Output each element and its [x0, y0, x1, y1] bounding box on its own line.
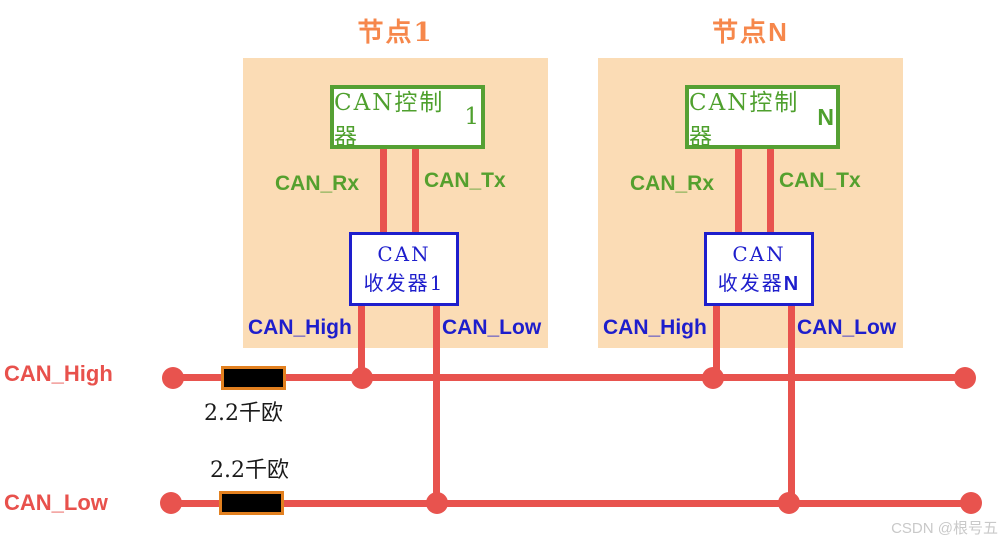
node-n-transceiver-suffix: N: [783, 272, 801, 295]
node-1-can-high-pin-label: CAN_High: [248, 316, 352, 339]
node-1-can-tx-label: CAN_Tx: [424, 169, 506, 192]
node-n-transceiver-line2: 收发器N: [718, 269, 800, 299]
node-1-can-high-drop-wire: [358, 300, 365, 381]
can-low-bus-left-endpoint-dot: [160, 492, 182, 514]
node-n-rx-wire: [735, 145, 742, 237]
node-n-can-high-drop-wire: [713, 300, 720, 381]
can-high-resistor-value-label: 2.2千欧: [204, 401, 283, 426]
node-n-can-rx-label: CAN_Rx: [630, 172, 715, 195]
can-high-bus-label: CAN_High: [4, 361, 113, 386]
node-1-can-low-drop-wire: [433, 300, 440, 506]
node-1-can-rx-label: CAN_Rx: [275, 172, 360, 195]
can-high-bus-left-endpoint-dot: [162, 367, 184, 389]
node-n-controller-label: CAN控制器: [689, 90, 800, 150]
can-high-bus-line: [172, 374, 966, 381]
can-high-bus-right-endpoint-dot: [954, 367, 976, 389]
node-n-can-low-drop-wire: [788, 300, 795, 506]
node-1-transceiver-line1: CAN: [377, 242, 431, 266]
node-1-controller-label: CAN控制器: [334, 90, 445, 150]
node-1-transceiver-line2: 收发器1: [364, 269, 445, 298]
node-n-can-high-pin-label: CAN_High: [603, 316, 707, 339]
node-n-controller-suffix: N: [817, 103, 836, 130]
node-1-title-text: 节点: [357, 18, 414, 48]
node-1-transceiver-text: 收发器: [363, 271, 430, 295]
can-high-termination-resistor: [221, 366, 286, 390]
node-n-can-controller-box: CAN控制器 N: [685, 85, 840, 150]
can-low-node-n-junction-dot: [778, 492, 800, 514]
node-n-title: 节点N: [598, 12, 903, 49]
node-1-title: 节点1: [243, 12, 548, 49]
can-low-resistor-value-label: 2.2千欧: [210, 458, 289, 483]
can-low-bus-line: [170, 500, 972, 507]
node-1-tx-wire: [412, 145, 419, 237]
node-n-can-low-pin-label: CAN_Low: [797, 316, 897, 339]
can-high-node-1-junction-dot: [351, 367, 373, 389]
node-1-can-low-pin-label: CAN_Low: [442, 316, 542, 339]
csdn-watermark: CSDN @根号五: [891, 520, 998, 537]
can-high-node-n-junction-dot: [702, 367, 724, 389]
can-low-termination-resistor: [219, 491, 284, 515]
node-1-transceiver-suffix: 1: [429, 271, 445, 295]
node-n-transceiver-text: 收发器: [717, 270, 784, 295]
can-low-bus-label: CAN_Low: [4, 490, 108, 515]
node-n-can-transceiver-box: CAN 收发器N: [704, 232, 814, 306]
node-1-title-suffix: 1: [413, 18, 434, 48]
can-low-node-1-junction-dot: [426, 492, 448, 514]
node-1-can-controller-box: CAN控制器 1: [330, 85, 485, 150]
node-n-title-text: 节点: [712, 18, 769, 48]
node-n-tx-wire: [767, 145, 774, 237]
can-low-bus-right-endpoint-dot: [960, 492, 982, 514]
node-n-can-tx-label: CAN_Tx: [779, 169, 861, 192]
node-n-title-suffix: N: [768, 17, 789, 47]
node-n-transceiver-line1: CAN: [732, 241, 786, 266]
node-1-controller-suffix: 1: [464, 104, 481, 130]
node-1-can-transceiver-box: CAN 收发器1: [349, 232, 459, 306]
node-1-rx-wire: [380, 145, 387, 237]
